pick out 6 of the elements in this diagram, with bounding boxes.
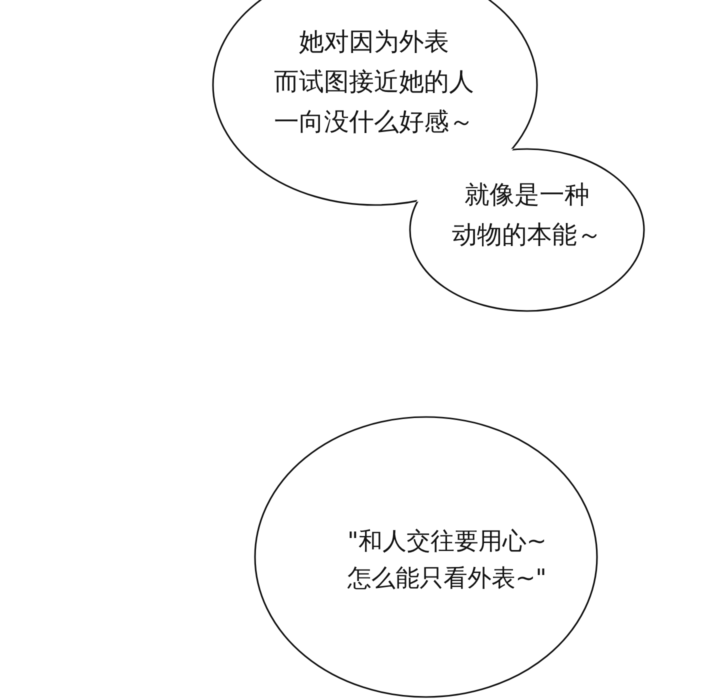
speech-bubble — [254, 416, 598, 698]
speech-text: "和人交往要用心~怎么能只看外表~" — [347, 526, 547, 594]
speech-text: 就像是一种动物的本能～ — [452, 179, 602, 251]
speech-bubble — [212, 0, 538, 206]
speech-bubble — [409, 148, 645, 312]
speech-text: 她对因为外表而试图接近她的人一向没什么好感～ — [274, 26, 474, 138]
